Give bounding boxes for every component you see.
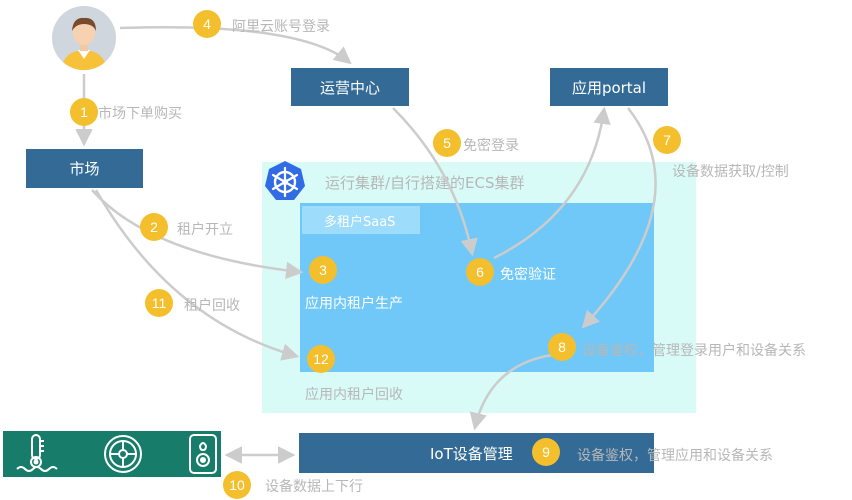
step-badge-4: 4 xyxy=(193,10,221,38)
step-badge-12: 12 xyxy=(307,345,335,373)
step-label-6: 免密验证 xyxy=(500,267,556,283)
ops-center-box: 运营中心 xyxy=(291,68,409,106)
step-label-2: 租户开立 xyxy=(177,222,233,238)
kubernetes-helm-icon xyxy=(265,161,305,200)
step-badge-1: 1 xyxy=(70,98,98,126)
step-label-8: 设备鉴权，管理登录用户和设备关系 xyxy=(582,343,806,359)
user-avatar-icon xyxy=(52,6,116,70)
cluster-title: 运行集群/自行搭建的ECS集群 xyxy=(325,174,525,192)
step-badge-7: 7 xyxy=(653,126,681,154)
step-badge-3: 3 xyxy=(309,256,337,284)
arrow-8 xyxy=(469,353,553,431)
step-badge-11: 11 xyxy=(145,289,173,317)
saas-tag: 多租户SaaS xyxy=(302,206,420,234)
arrow-4 xyxy=(119,25,352,65)
step-label-1: 市场下单购买 xyxy=(98,106,182,122)
smart-device-icon xyxy=(189,434,217,474)
step-label-11: 租户回收 xyxy=(184,298,240,314)
arrow-2 xyxy=(91,189,304,280)
step-badge-6: 6 xyxy=(466,258,494,286)
arrow-11 xyxy=(94,189,300,361)
step-badge-10: 10 xyxy=(223,471,251,499)
step-label-4: 阿里云账号登录 xyxy=(232,19,330,35)
market-box: 市场 xyxy=(26,149,143,188)
arrow-7 xyxy=(581,107,657,329)
step-label-12: 应用内租户回收 xyxy=(305,387,403,403)
step-label-3: 应用内租户生产 xyxy=(305,296,403,312)
thermometer-water-icon xyxy=(16,434,58,472)
step-badge-2: 2 xyxy=(140,213,168,241)
step-badge-9: 9 xyxy=(532,438,560,466)
step-label-9: 设备鉴权，管理应用和设备关系 xyxy=(577,448,773,464)
iot-mgmt-label: IoT设备管理 xyxy=(430,445,513,463)
arrow-6 xyxy=(493,106,611,260)
app-portal-box: 应用portal xyxy=(550,68,668,106)
step-label-5: 免密登录 xyxy=(463,138,519,154)
iot-mgmt-bar xyxy=(299,433,654,473)
wheel-icon xyxy=(104,435,142,473)
step-label-7: 设备数据获取/控制 xyxy=(672,164,789,180)
step-label-10: 设备数据上下行 xyxy=(265,479,363,495)
step-badge-5: 5 xyxy=(433,129,461,157)
arrow-5 xyxy=(392,107,478,257)
step-badge-8: 8 xyxy=(548,333,576,361)
